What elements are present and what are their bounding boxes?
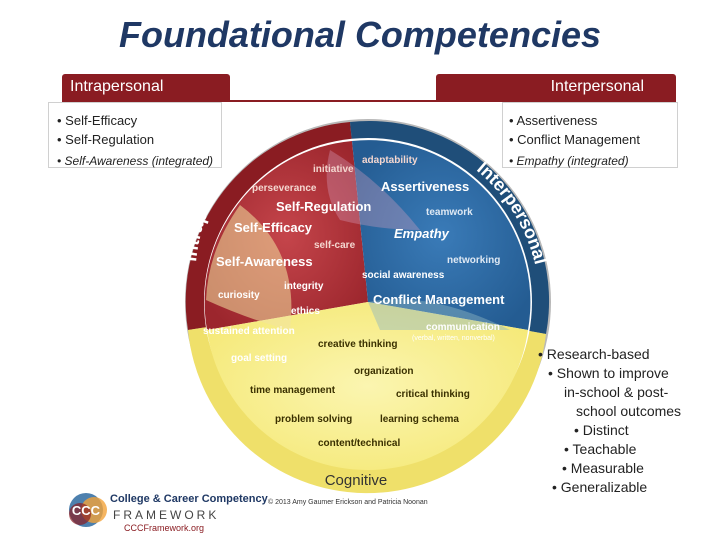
logo-url: CCCFramework.org (124, 523, 205, 533)
label-self-efficacy: Self-Efficacy (234, 220, 313, 235)
inner-interpersonal (352, 140, 531, 330)
label-conflict-management: Conflict Management (373, 292, 505, 307)
benefit-item: in-school & post- (564, 384, 669, 400)
label-integrity: integrity (284, 281, 324, 292)
copyright-notice: © 2013 Amy Gaumer Erickson and Patricia … (268, 499, 428, 506)
label-initiative: initiative (313, 164, 354, 175)
benefit-item: • Measurable (562, 460, 644, 476)
label-communication: communication (426, 322, 500, 333)
label-assertiveness: Assertiveness (381, 179, 469, 194)
benefit-item: school outcomes (576, 403, 682, 419)
label-empathy: Empathy (394, 226, 450, 241)
intrapersonal-bullet: • Self-Regulation (57, 132, 155, 147)
label-ethics: ethics (291, 306, 320, 317)
ring-label-cognitive: Cognitive (325, 472, 388, 489)
intrapersonal-integrated-bullet: • Self-Awareness (integrated) (57, 154, 214, 168)
blend-blue-yellow (368, 299, 510, 330)
label-self-care: self-care (314, 240, 356, 251)
label-creative-thinking: creative thinking (318, 339, 397, 350)
blend-red-blue (326, 150, 420, 230)
label-perseverance: perseverance (252, 183, 317, 194)
label-communication-sub: (verbal, written, nonverbal) (412, 335, 495, 342)
benefit-item: • Teachable (564, 441, 637, 457)
label-adaptability: adaptability (362, 155, 418, 166)
label-organization: organization (354, 366, 413, 377)
label-problem-solving: problem solving (275, 414, 352, 425)
benefit-item: • Shown to improve (548, 365, 669, 381)
label-goal-setting: goal setting (231, 353, 287, 364)
logo-subtitle: FRAMEWORK (113, 508, 220, 522)
benefits-list: • Research-based • Shown to improve in-s… (536, 345, 716, 497)
label-critical-thinking: critical thinking (396, 389, 470, 400)
interpersonal-header-label: Interpersonal (550, 78, 644, 95)
interpersonal-integrated-bullet: • Empathy (integrated) (509, 154, 629, 168)
label-teamwork: teamwork (426, 207, 473, 218)
intrapersonal-header: Intrapersonal (62, 74, 230, 100)
label-self-awareness: Self-Awareness (216, 254, 313, 269)
logo-title: College & Career Competency (110, 493, 268, 505)
label-content-technical: content/technical (318, 438, 400, 449)
benefit-item: • Research-based (538, 346, 650, 362)
label-learning-schema: learning schema (380, 414, 459, 425)
blend-red-yellow (206, 205, 292, 330)
svg-text:CCC: CCC (72, 503, 101, 518)
interpersonal-bullet: • Conflict Management (509, 132, 641, 147)
benefit-item: • Distinct (574, 422, 629, 438)
ccc-logo-icon: CCC (69, 493, 107, 527)
intrapersonal-bullet: • Self-Efficacy (57, 113, 138, 128)
interpersonal-header: Interpersonal (436, 74, 676, 100)
interpersonal-box: • Assertiveness • Conflict Management • … (502, 102, 678, 168)
interpersonal-bullet: • Assertiveness (509, 113, 598, 128)
intrapersonal-box: • Self-Efficacy • Self-Regulation • Self… (48, 102, 222, 168)
label-networking: networking (447, 255, 500, 266)
label-time-management: time management (250, 385, 336, 396)
label-self-regulation: Self-Regulation (276, 199, 371, 214)
label-social-awareness: social awareness (362, 270, 445, 281)
benefit-item: • Generalizable (552, 479, 648, 495)
inner-cognitive (207, 302, 528, 471)
label-curiosity: curiosity (218, 290, 260, 301)
label-sustained-attention: sustained attention (203, 326, 295, 337)
page-title: Foundational Competencies (118, 14, 602, 55)
header-divider (62, 100, 676, 102)
